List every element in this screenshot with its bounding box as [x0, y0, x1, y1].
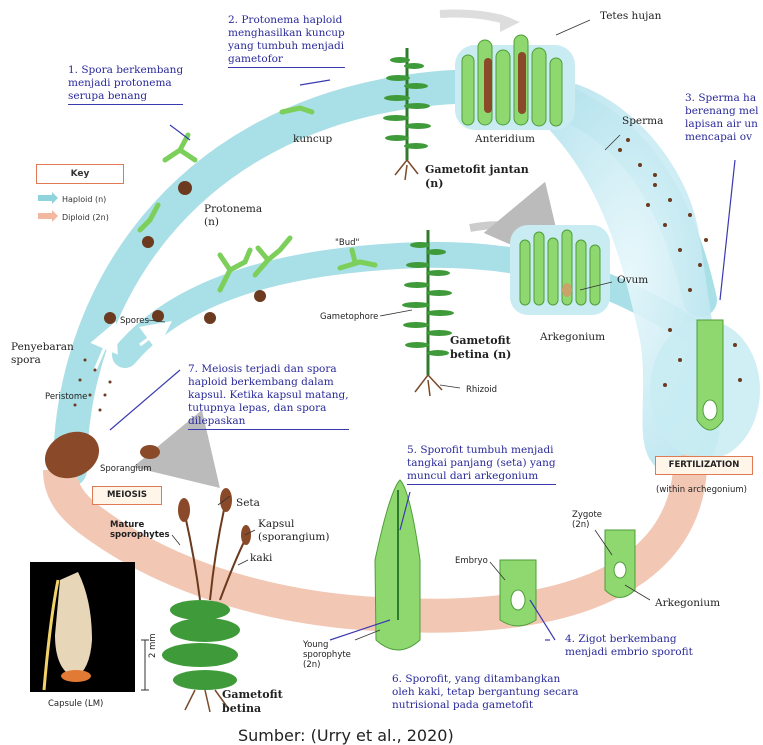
bud-label: "Bud" [335, 238, 359, 248]
step-4-label: 4. Zigot berkembang menjadi embrio sporo… [565, 633, 693, 659]
antheridia-cluster [455, 35, 575, 130]
capsule-lm-label: Capsule (LM) [48, 699, 103, 709]
seta-label: Seta [236, 497, 260, 510]
fertilization-archegonium [650, 320, 760, 460]
step-3-label: 3. Sperma ha berenang mel lapisan air un… [685, 92, 759, 144]
fertilization-tag: FERTILIZATION [655, 456, 753, 475]
male-gametophyte-plant [383, 48, 431, 180]
foot-label: kaki [250, 552, 272, 565]
zygote-archegonium [605, 530, 635, 598]
female-gametophyte-label: Gametofit betina (n) [450, 334, 511, 362]
young-sporophyte [375, 480, 420, 650]
key-haploid: Haploid (n) [62, 195, 106, 204]
young-sporophyte-label: Young sporophyte (2n) [303, 640, 351, 670]
female-gametophyte-bottom-label: Gametofit betina [222, 688, 283, 716]
archegonium-label-top: Arkegonium [540, 331, 605, 344]
archegonium-label-bottom: Arkegonium [655, 597, 720, 610]
embryo-label: Embryo [455, 556, 488, 566]
embryo-archegonium [500, 560, 536, 626]
key-swatches [38, 192, 60, 226]
archegonia-cluster [510, 225, 610, 315]
step-1-label: 1. Spora berkembang menjadi protonema se… [68, 64, 183, 105]
rhizoid-label: Rhizoid [466, 385, 497, 395]
sporangium-label: Sporangium [100, 464, 152, 474]
peristome-label: Peristome [45, 392, 87, 402]
haploid-arrow-icon [38, 192, 58, 204]
gametophore-label: Gametophore [320, 312, 378, 322]
step-6-label: 6. Sporofit, yang ditambangkan oleh kaki… [392, 673, 579, 712]
capsule-label: Kapsul (sporangium) [258, 518, 329, 544]
sperm-label: Sperma [622, 115, 663, 128]
spores-label: Spores [120, 316, 149, 326]
step-2-label: 2. Protonema haploid menghasilkan kuncup… [228, 14, 345, 68]
protonema-label: Protonema (n) [204, 203, 262, 229]
scale-bar-label: 2 mm [148, 633, 158, 658]
male-gametophyte-label: Gametofit jantan (n) [425, 163, 529, 191]
key-diploid: Diploid (2n) [62, 213, 109, 222]
spore-dispersal-label: Penyebaran spora [11, 341, 74, 367]
bud-label-id: kuncup [293, 133, 332, 146]
antheridium-label: Anteridium [475, 133, 535, 146]
capsule-lm-photo [30, 562, 135, 692]
ovum-label: Ovum [617, 274, 648, 287]
key-title: Key [36, 164, 124, 184]
step-5-label: 5. Sporofit tumbuh menjadi tangkai panja… [407, 444, 556, 485]
zygote-label: Zygote (2n) [572, 510, 602, 530]
meiosis-tag: MEIOSIS [92, 486, 162, 505]
within-archegonium-label: (within archegonium) [656, 485, 747, 495]
source-caption: Sumber: (Urry et al., 2020) [238, 726, 454, 745]
mature-sporophytes-label: Mature sporophytes [110, 520, 170, 540]
diploid-arrow-icon [38, 210, 58, 222]
raindrop-label: Tetes hujan [600, 10, 661, 23]
step-7-label: 7. Meiosis terjadi dan spora haploid ber… [188, 363, 349, 430]
